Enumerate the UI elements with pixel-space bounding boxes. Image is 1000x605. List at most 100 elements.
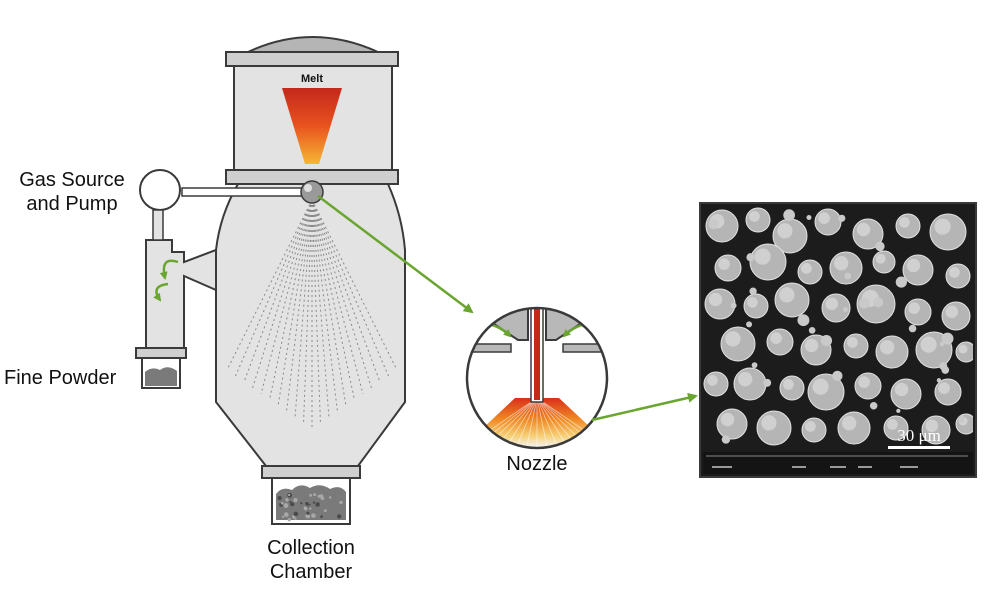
spray-line [311, 199, 330, 419]
info-mark [792, 466, 806, 468]
satellite-particle [896, 408, 901, 413]
nozzle-label: Nozzle [506, 453, 567, 475]
spray-line [311, 199, 355, 401]
powder-grain [283, 503, 289, 508]
particle-highlight [770, 332, 782, 344]
powder-grain [315, 504, 318, 507]
spray-line [311, 199, 389, 377]
fine-powder [145, 367, 177, 386]
powder-particles [703, 207, 973, 446]
satellite-particle [908, 324, 917, 333]
particle-highlight [847, 337, 858, 348]
particle-highlight [934, 218, 951, 235]
satellite-particle [844, 272, 852, 280]
spray-ray [496, 397, 538, 447]
particle-highlight [783, 379, 794, 390]
particle-highlight [708, 292, 723, 307]
powder-grain [320, 496, 325, 500]
powder-grain [280, 501, 284, 505]
spray-line [260, 199, 313, 395]
spray-line [235, 199, 313, 377]
particle-highlight [779, 287, 795, 303]
powder-grain [283, 512, 289, 517]
particle-highlight [707, 375, 718, 386]
satellite-particle [783, 209, 795, 221]
satellite-particle [708, 219, 719, 230]
particle-highlight [749, 211, 760, 222]
top-flange [225, 51, 399, 67]
powder-grain [320, 515, 323, 518]
nozzle-detail-outline [465, 306, 609, 450]
spray-ray [536, 397, 548, 447]
particle-highlight [812, 378, 829, 395]
satellite-particle [842, 307, 848, 312]
spray-line [311, 199, 398, 371]
satellite-particle [939, 341, 945, 347]
spray-line [286, 199, 313, 413]
powder-grain [317, 494, 321, 498]
satellite-particle [832, 370, 843, 382]
particle-highlight [718, 258, 730, 270]
nozzle-callout-arrow [317, 195, 474, 314]
info-mark [830, 466, 846, 468]
fine-powder-flange [135, 347, 187, 359]
melt-stream [534, 308, 540, 400]
atomization-vessel [215, 183, 406, 525]
satellite-particle [746, 321, 753, 328]
nozzle-gas-plate-left [467, 343, 512, 353]
particle-highlight [908, 302, 920, 314]
powder-grain [294, 517, 297, 520]
micrograph-callout-arrow [591, 392, 698, 422]
satellite-particle [838, 214, 846, 222]
satellite-particle [941, 332, 954, 345]
powder-grain [290, 502, 295, 507]
powder-grain [309, 507, 312, 510]
powder-micrograph: 30 μm [699, 202, 977, 478]
gas-source-label-line1: Gas Source [19, 169, 125, 191]
spray-line [311, 199, 321, 425]
melt-crucible [282, 88, 342, 164]
powder-grain [308, 503, 311, 506]
spray-ray [506, 397, 538, 447]
particle-highlight [880, 340, 895, 355]
spray-line [269, 199, 313, 401]
particle-highlight [825, 297, 839, 311]
particle-highlight [818, 212, 830, 224]
particle-highlight [805, 421, 816, 432]
chamber-dome [247, 36, 379, 53]
powder-grain [306, 514, 310, 519]
particle-highlight [804, 338, 819, 353]
spray-line [226, 199, 313, 371]
vessel-body [215, 183, 406, 467]
powder-grain [306, 511, 310, 515]
spray-ray [536, 397, 558, 447]
satellite-particle [806, 215, 812, 221]
particle-highlight [725, 331, 741, 347]
scale-bar [888, 446, 950, 449]
powder-grain [285, 498, 289, 502]
micrograph-info-bar [703, 452, 973, 474]
powder-grain [312, 501, 316, 504]
gas-flow-arrow [159, 259, 179, 280]
powder-grain [313, 493, 317, 497]
satellite-particle [873, 297, 884, 308]
satellite-particle [808, 327, 816, 334]
powder-grain [305, 501, 309, 506]
powder-grain [292, 515, 296, 519]
satellite-particle [858, 297, 870, 309]
powder-grain [300, 501, 303, 505]
particle-highlight [801, 263, 812, 274]
powder-grain [311, 513, 316, 518]
powder-grain [328, 496, 332, 499]
particle-highlight [906, 258, 921, 273]
powder-grain [323, 509, 327, 513]
gas-pump [139, 169, 181, 211]
spray-ray [516, 397, 538, 447]
return-pipe [152, 209, 164, 241]
powder-grain [277, 495, 282, 501]
particle-highlight [887, 419, 898, 430]
bottom-flange [261, 465, 361, 479]
spray-ray [526, 397, 538, 447]
